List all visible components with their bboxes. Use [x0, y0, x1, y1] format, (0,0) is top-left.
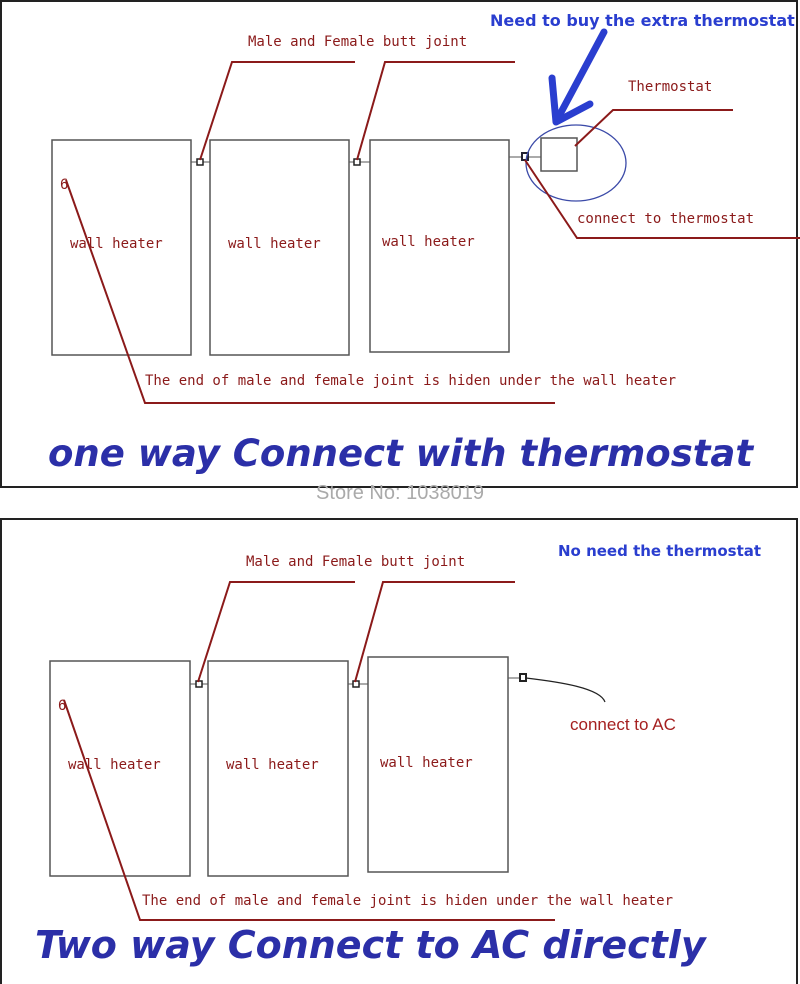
- joint-leader-line: [199, 61, 355, 161]
- joint-label: Male and Female butt joint: [248, 34, 467, 50]
- hidden-end-leader-line: [63, 699, 555, 921]
- joint-leader-line: [197, 581, 355, 683]
- heater-label: wall heater: [70, 236, 163, 252]
- plug-end-glyph: 6: [60, 177, 68, 193]
- connect-label: connect to AC: [570, 715, 676, 734]
- hidden-end-leader-line: [65, 179, 555, 404]
- top-panel: 6 Male and Female butt joint Thermostat …: [0, 0, 800, 488]
- wall-heater-2: [207, 660, 349, 877]
- thermostat-label: Thermostat: [628, 79, 712, 95]
- wall-heater-3: [369, 139, 510, 353]
- note-label: Need to buy the extra thermostat: [490, 11, 795, 30]
- joint-leader-line: [356, 61, 515, 161]
- note-label: No need the thermostat: [558, 542, 761, 560]
- connect-leader-line: [524, 159, 800, 239]
- store-watermark: Store No: 1038019: [316, 482, 484, 504]
- connect-label: connect to thermostat: [577, 211, 754, 227]
- hidden-end-label: The end of male and female joint is hide…: [145, 373, 676, 389]
- hidden-end-label: The end of male and female joint is hide…: [142, 893, 673, 909]
- thermostat-box: [540, 137, 578, 172]
- heater-label: wall heater: [226, 757, 319, 773]
- panel-title: one way Connect with thermostat: [48, 432, 754, 475]
- wall-heater-1: [51, 139, 192, 356]
- wall-heater-3: [367, 656, 509, 873]
- joint-leader-line: [354, 581, 515, 683]
- connector: [519, 673, 527, 682]
- heater-label: wall heater: [228, 236, 321, 252]
- thermostat-leader-line: [574, 109, 733, 147]
- panel-title: Two way Connect to AC directly: [35, 923, 708, 967]
- wall-heater-2: [209, 139, 350, 356]
- joint-label: Male and Female butt joint: [246, 554, 465, 570]
- plug-end-glyph: 6: [58, 698, 66, 714]
- heater-label: wall heater: [380, 755, 473, 771]
- heater-label: wall heater: [68, 757, 161, 773]
- wall-heater-1: [49, 660, 191, 877]
- heater-label: wall heater: [382, 234, 475, 250]
- bottom-panel: 6 Male and Female butt joint wall heater…: [0, 518, 798, 984]
- arrow-icon: [548, 28, 608, 126]
- ac-wire: [525, 677, 606, 703]
